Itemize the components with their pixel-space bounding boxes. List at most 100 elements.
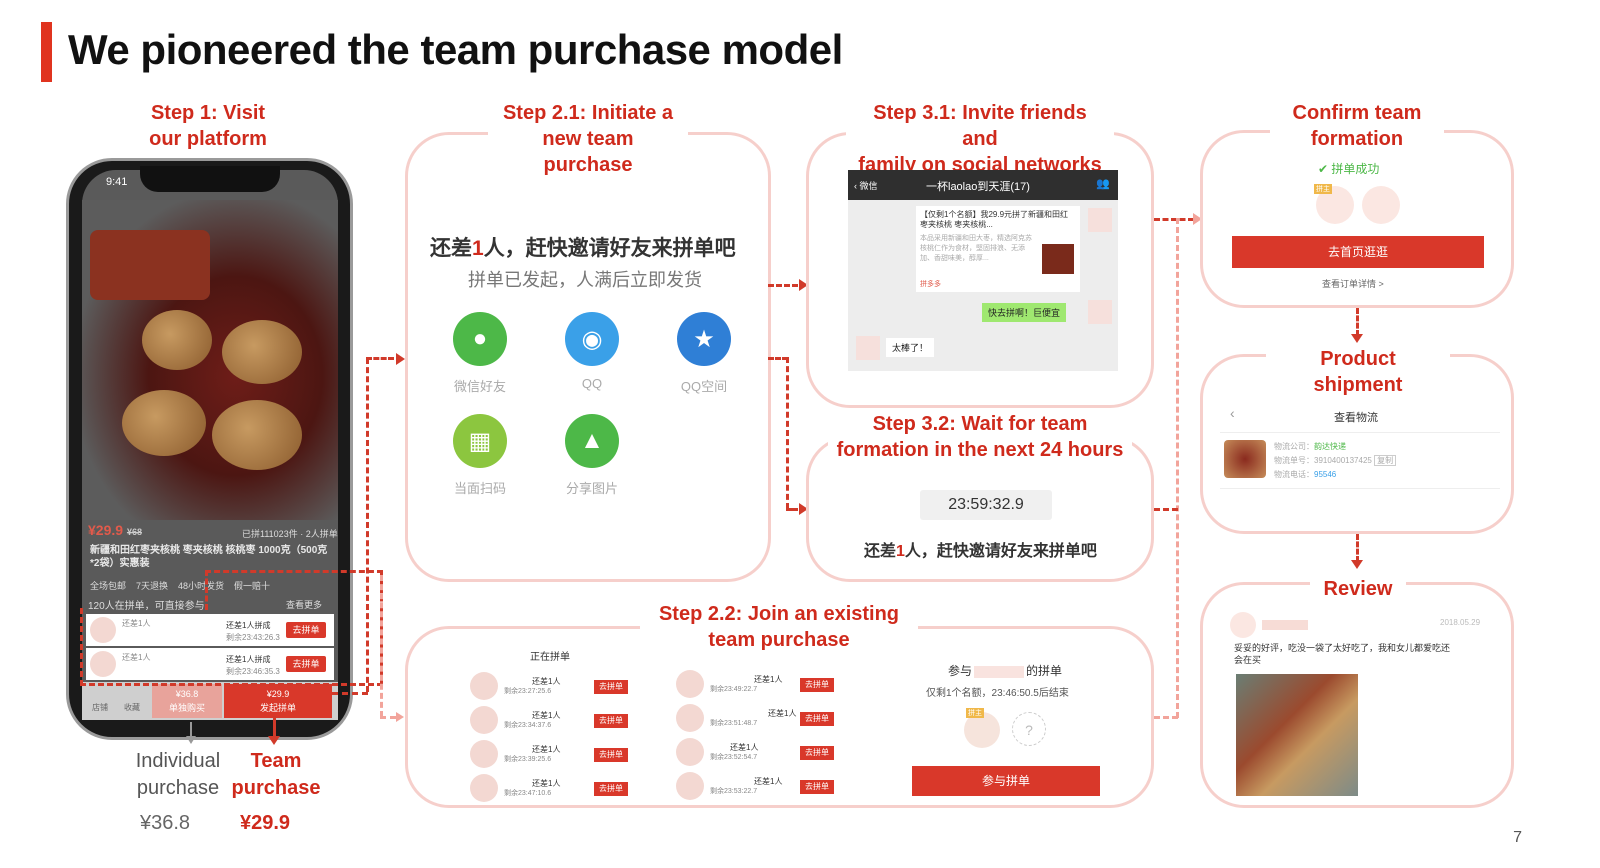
- status-time: 9:41: [106, 176, 128, 188]
- share-qq[interactable]: ◉ QQ: [552, 312, 632, 391]
- share-qzone[interactable]: ★ QQ空间: [664, 312, 744, 395]
- wechat-icon: ●: [453, 312, 507, 366]
- countdown-timer: 23:59:32.9: [920, 490, 1052, 520]
- row-time: 剩余23:27:25.6: [504, 688, 552, 695]
- join-row[interactable]: 还差1人 剩余23:51:48.7 去拼单: [676, 704, 836, 732]
- row-need: 还差1人: [768, 709, 797, 718]
- back-button[interactable]: ‹ 微信: [854, 181, 878, 191]
- order-details-link[interactable]: 查看订单详情 >: [1322, 279, 1384, 289]
- join-row[interactable]: 还差1人 剩余23:27:25.6 去拼单: [470, 672, 630, 700]
- join-group-button[interactable]: 去拼单: [594, 748, 628, 762]
- row-time: 剩余23:51:48.7: [710, 720, 758, 727]
- product-image: [82, 200, 338, 520]
- join-row[interactable]: 还差1人 剩余23:52:54.7 去拼单: [676, 738, 836, 766]
- connector-line: [786, 508, 798, 511]
- back-chevron-icon[interactable]: ‹: [1230, 405, 1235, 421]
- product-price: ¥29.9 ¥68: [88, 522, 142, 538]
- share-image[interactable]: ▲ 分享图片: [552, 414, 632, 497]
- group-members-icon[interactable]: 👥: [1096, 178, 1110, 190]
- share-qrcode[interactable]: ▦ 当面扫码: [440, 414, 520, 497]
- team-price: ¥29.9: [266, 689, 290, 699]
- arrow-down-icon: [1351, 560, 1363, 569]
- copy-button[interactable]: 复制: [1374, 455, 1397, 466]
- logistics-header: 查看物流: [1334, 412, 1378, 424]
- join-row[interactable]: 还差1人 剩余23:47:10.6 去拼单: [470, 774, 630, 802]
- team-label: 发起拼单: [259, 703, 296, 713]
- arrow-line: [273, 716, 276, 738]
- step32-label: Step 3.2: Wait for team formation in the…: [828, 411, 1132, 463]
- join-row[interactable]: 还差1人 剩余23:53:22.7 去拼单: [676, 772, 836, 800]
- connector-line: [1154, 218, 1194, 221]
- see-more-link[interactable]: 查看更多: [286, 600, 323, 610]
- shipment-thumbnail: [1224, 440, 1266, 478]
- join-row[interactable]: 还差1人 剩余23:34:37.6 去拼单: [470, 706, 630, 734]
- leader-badge: 拼主: [1314, 184, 1332, 194]
- nav-shop[interactable]: 店铺: [92, 703, 108, 712]
- individual-price: ¥36.8: [140, 812, 191, 834]
- connector-line: [332, 692, 368, 695]
- connector-line: [366, 358, 369, 692]
- connector-line: [768, 284, 798, 287]
- join-row[interactable]: 还差1人 剩余23:39:25.6 去拼单: [470, 740, 630, 768]
- join-team-button[interactable]: 参与拼单: [912, 766, 1100, 796]
- row-time: 剩余23:39:25.6: [504, 756, 552, 763]
- group-row[interactable]: 还差1人 还差1人拼成 剩余23:46:35.3 去拼单: [86, 648, 334, 680]
- card-text: 【仅剩1个名额】我29.9元拼了新疆和田红枣夹核桃 枣夹核桃...: [920, 210, 1069, 229]
- check-icon: ✔: [1318, 162, 1329, 176]
- row-need: 还差1人: [754, 777, 783, 786]
- avatar: [90, 617, 116, 643]
- solo-label: 单独购买: [168, 703, 205, 713]
- join-group-button[interactable]: 去拼单: [594, 782, 628, 796]
- row-time: 剩余23:34:37.6: [504, 722, 552, 729]
- join-group-button[interactable]: 去拼单: [286, 622, 326, 638]
- review-date: 2018.05.29: [1440, 618, 1481, 627]
- join-group-button[interactable]: 去拼单: [594, 714, 628, 728]
- row-need: 还差1人: [730, 743, 759, 752]
- card-thumbnail: [1042, 244, 1074, 274]
- arrow-line: [190, 722, 192, 736]
- share-label: 当面扫码: [453, 481, 506, 496]
- tag: 全场包邮: [90, 581, 127, 591]
- review-text: 妥妥的好评，吃没一袋了太好吃了，我和女儿都爱吃还会在买: [1234, 643, 1451, 665]
- group-row[interactable]: 还差1人 还差1人拼成 剩余23:43:26.3 去拼单: [86, 614, 334, 646]
- row-need-full: 还差1人拼成: [226, 655, 271, 664]
- share-wechat[interactable]: ● 微信好友: [440, 312, 520, 395]
- solo-buy-button[interactable]: ¥36.8 单独购买: [152, 684, 222, 718]
- join-subtitle: 仅剩1个名额，23:46:50.5后结束: [926, 688, 1069, 699]
- join-group-button[interactable]: 去拼单: [800, 746, 834, 760]
- shared-card[interactable]: 【仅剩1个名额】我29.9元拼了新疆和田红枣夹核桃 枣夹核桃... 本品采用新疆…: [916, 206, 1080, 292]
- initiate-headline: 还差1人，赶快邀请好友来拼单吧: [430, 237, 736, 260]
- connector-line: [1154, 508, 1178, 511]
- nav-favorite[interactable]: 收藏: [124, 703, 140, 712]
- tag: 48小时发货: [178, 581, 225, 591]
- join-group-button[interactable]: 去拼单: [800, 780, 834, 794]
- row-time: 剩余23:46:35.3: [226, 667, 280, 676]
- walnut-date: [142, 310, 212, 370]
- avatar: [470, 706, 498, 734]
- qr-code-icon: ▦: [453, 414, 507, 468]
- share-label: 分享图片: [565, 481, 618, 496]
- row-need: 还差1人: [122, 619, 151, 628]
- avatar: [676, 704, 704, 732]
- join-group-button[interactable]: 去拼单: [594, 680, 628, 694]
- product-title: 新疆和田红枣夹核桃 枣夹核桃 核桃枣 1000克（500克*2袋）实惠装: [90, 545, 328, 569]
- row-time: 剩余23:49:22.7: [710, 686, 758, 693]
- go-home-button[interactable]: 去首页逛逛: [1232, 236, 1484, 268]
- row-need: 还差1人: [532, 711, 561, 720]
- join-group-button[interactable]: 去拼单: [800, 712, 834, 726]
- step21-label: Step 2.1: Initiate a new team purchase: [488, 100, 688, 178]
- join-row[interactable]: 还差1人 剩余23:49:22.7 去拼单: [676, 670, 836, 698]
- review-photo[interactable]: [1236, 674, 1358, 796]
- qq-icon: ◉: [565, 312, 619, 366]
- join-group-button[interactable]: 去拼单: [800, 678, 834, 692]
- shipment-label: Product shipment: [1266, 346, 1450, 398]
- individual-purchase-label: Individual purchase: [135, 750, 221, 799]
- row-need: 还差1人: [532, 745, 561, 754]
- join-group-button[interactable]: 去拼单: [286, 656, 326, 672]
- connector-line: [1176, 218, 1179, 718]
- card-sub: 本品采用新疆和田大枣，精选阿克苏核桃仁作为食材，堅固排浪、无添加、香甜味美，醇厚…: [920, 235, 1032, 262]
- logistics-info: 物流公司：韵达快递 物流单号：3910400137425 复制 物流电话：955…: [1274, 440, 1397, 482]
- team-buy-button[interactable]: ¥29.9 发起拼单: [224, 684, 332, 718]
- service-tags: 全场包邮 7天退换 48小时发货 假一赔十: [90, 579, 330, 592]
- arrow-right-icon: [799, 503, 808, 515]
